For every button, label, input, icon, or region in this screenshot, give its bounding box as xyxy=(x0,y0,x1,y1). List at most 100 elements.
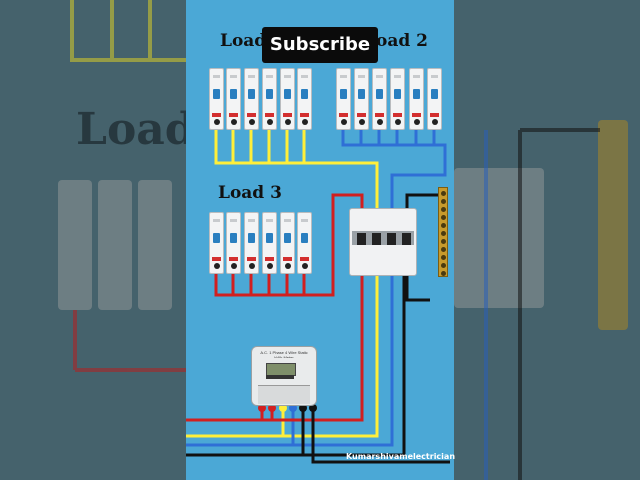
mcb-tag xyxy=(265,257,274,261)
mcb-breaker-icon xyxy=(372,68,387,130)
left-blurred-panel: Load xyxy=(0,0,186,480)
busbar-screw xyxy=(441,239,446,244)
mcb-slot xyxy=(394,75,401,78)
mcb-dot xyxy=(302,119,308,125)
terminal-connection-dot xyxy=(299,404,307,412)
mcb-dot xyxy=(302,263,308,269)
load-3-label: Load 3 xyxy=(218,183,282,203)
mcb-breaker-icon xyxy=(226,68,241,130)
mcb-breaker-icon xyxy=(336,68,351,130)
mcb-tag xyxy=(212,257,221,261)
meter-terminal-block xyxy=(258,385,310,404)
mcb-slot xyxy=(358,75,365,78)
mcb-slot xyxy=(230,75,237,78)
terminal-connection-dot xyxy=(309,404,317,412)
mcb-breaker-icon xyxy=(280,68,295,130)
mcb-dot xyxy=(267,119,273,125)
meter-header: A.C. 1 Phase 4 Wire Static kWh Meter xyxy=(260,350,308,358)
mcb-slot xyxy=(284,75,291,78)
mcb-dot xyxy=(395,119,401,125)
mcb-breaker-icon xyxy=(390,68,405,130)
mcb-tag xyxy=(300,113,309,117)
isolator-lever xyxy=(402,233,411,245)
mcb-breaker-icon xyxy=(297,212,312,274)
mcb-slot xyxy=(413,75,420,78)
mcb-dot xyxy=(285,263,291,269)
terminal-connection-dot xyxy=(279,404,287,412)
mcb-slot xyxy=(340,75,347,78)
mcb-slot xyxy=(376,75,383,78)
ghost-breaker xyxy=(58,180,92,310)
mcb-tag xyxy=(283,257,292,261)
ghost-breaker xyxy=(138,180,172,310)
neutral-wires xyxy=(186,193,450,464)
ghost-busbar xyxy=(598,120,628,330)
subscribe-button[interactable]: Subscribe xyxy=(262,27,378,63)
mcb-lever xyxy=(394,89,401,99)
mcb-dot xyxy=(231,263,237,269)
mcb-lever xyxy=(376,89,383,99)
mcb-dot xyxy=(214,263,220,269)
mcb-lever xyxy=(230,89,237,99)
mcb-tag xyxy=(412,113,421,117)
mcb-tag xyxy=(247,257,256,261)
mcb-breaker-icon xyxy=(209,68,224,130)
isolator-lever xyxy=(357,233,366,245)
load-1-label: Load xyxy=(220,31,267,51)
mcb-lever xyxy=(266,89,273,99)
mcb-dot xyxy=(414,119,420,125)
busbar-screw xyxy=(441,231,446,236)
terminal-connection-dot xyxy=(289,404,297,412)
mcb-lever xyxy=(413,89,420,99)
mcb-dot xyxy=(432,119,438,125)
mcb-slot xyxy=(213,75,220,78)
mcb-breaker-icon xyxy=(409,68,424,130)
mcb-lever xyxy=(248,89,255,99)
mcb-breaker-icon xyxy=(280,212,295,274)
mcb-tag xyxy=(393,113,402,117)
isolator-lever xyxy=(372,233,381,245)
mcb-slot xyxy=(284,219,291,222)
terminal-connection-dot xyxy=(258,404,266,412)
mcb-slot xyxy=(266,75,273,78)
mcb-tag xyxy=(430,113,439,117)
mcb-tag xyxy=(247,113,256,117)
mcb-breaker-icon xyxy=(244,212,259,274)
mcb-lever xyxy=(301,89,308,99)
mcb-dot xyxy=(377,119,383,125)
mcb-slot xyxy=(266,219,273,222)
mcb-tag xyxy=(229,113,238,117)
channel-watermark: Kumarshivamelectrician xyxy=(346,452,456,461)
isolator-lever xyxy=(387,233,396,245)
mcb-breaker-icon xyxy=(262,68,277,130)
mcb-breaker-icon xyxy=(427,68,442,130)
mcb-dot xyxy=(341,119,347,125)
mcb-dot xyxy=(285,119,291,125)
mcb-slot xyxy=(248,75,255,78)
meter-brand-plate xyxy=(266,375,294,379)
mcb-lever xyxy=(213,233,220,243)
mcb-breaker-icon xyxy=(244,68,259,130)
busbar-screw xyxy=(441,247,446,252)
busbar-screw xyxy=(441,215,446,220)
mcb-lever xyxy=(284,233,291,243)
mcb-breaker-icon xyxy=(209,212,224,274)
mcb-tag xyxy=(265,113,274,117)
mcb-lever xyxy=(248,233,255,243)
busbar-screw xyxy=(441,207,446,212)
mcb-tag xyxy=(283,113,292,117)
mcb-lever xyxy=(340,89,347,99)
mcb-dot xyxy=(249,263,255,269)
mcb-lever xyxy=(284,89,291,99)
mcb-tag xyxy=(300,257,309,261)
mcb-tag xyxy=(357,113,366,117)
mcb-lever xyxy=(358,89,365,99)
mcb-slot xyxy=(230,219,237,222)
mcb-tag xyxy=(229,257,238,261)
mcb-breaker-icon xyxy=(226,212,241,274)
load-2-label: oad 2 xyxy=(376,31,428,51)
neutral-busbar-icon xyxy=(438,187,448,277)
ghost-isolator xyxy=(454,168,544,308)
mcb-dot xyxy=(249,119,255,125)
